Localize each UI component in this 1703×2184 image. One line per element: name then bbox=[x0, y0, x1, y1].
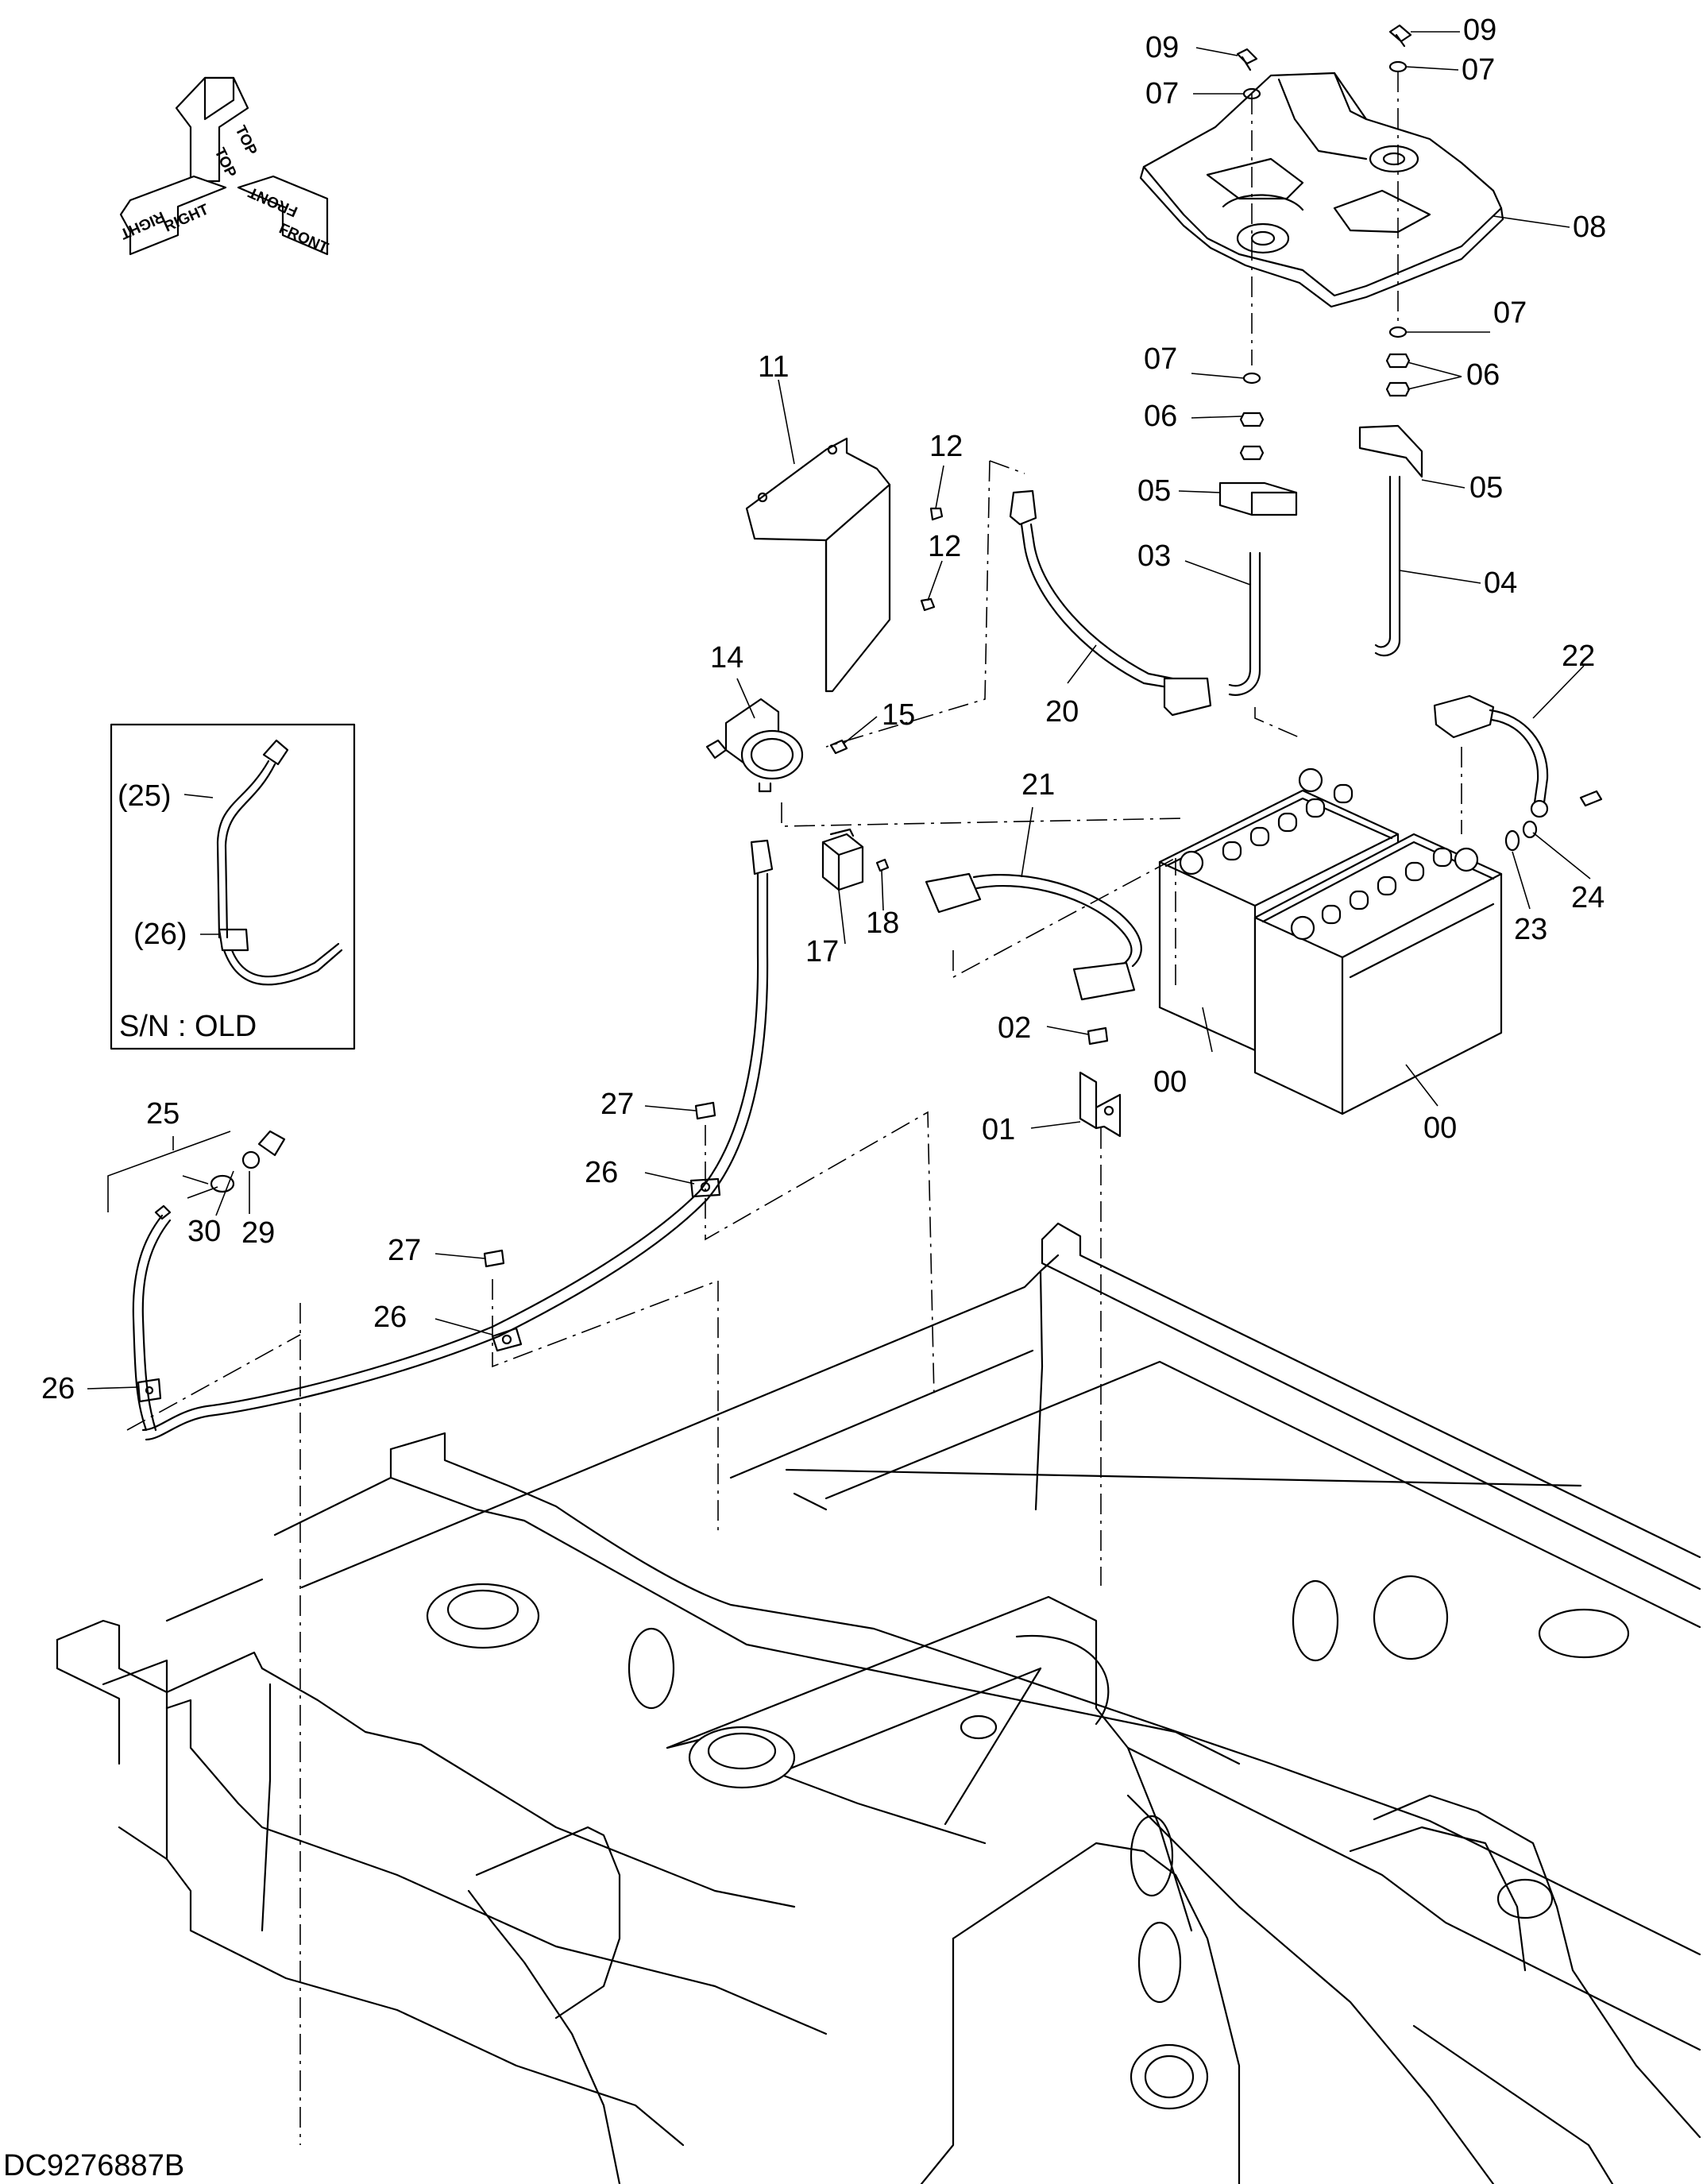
label-09-left: 09 bbox=[1145, 31, 1179, 64]
battery-caps bbox=[1179, 767, 1479, 941]
label-21: 21 bbox=[1021, 768, 1055, 802]
document-id: DC9276887B bbox=[3, 2149, 184, 2182]
label-07-upper-right: 07 bbox=[1462, 53, 1495, 87]
battery-right bbox=[1253, 833, 1503, 1115]
part-labels: 09 09 07 07 08 07 07 06 06 05 05 03 04 1… bbox=[41, 14, 1606, 1405]
label-30: 30 bbox=[187, 1215, 221, 1248]
label-26-upper: 26 bbox=[585, 1156, 618, 1189]
label-07-lower-left: 07 bbox=[1144, 342, 1177, 376]
cover-plate bbox=[745, 437, 891, 693]
inset-label-26: (26) bbox=[133, 918, 187, 951]
orientation-symbol: TOP TOP RIGHT RIGHT FRONT FRONT bbox=[118, 76, 331, 257]
cable-21 bbox=[925, 872, 1142, 1001]
battery-relay-cable bbox=[141, 839, 774, 1441]
label-00-left: 00 bbox=[1153, 1065, 1187, 1099]
cable-20 bbox=[1009, 489, 1212, 717]
label-29: 29 bbox=[241, 1216, 275, 1250]
label-08: 08 bbox=[1573, 211, 1606, 244]
label-12-lower: 12 bbox=[928, 530, 961, 563]
label-12-upper: 12 bbox=[929, 430, 963, 463]
upper-frame bbox=[56, 1222, 1701, 2184]
label-26-middle: 26 bbox=[373, 1301, 407, 1334]
cable-25 bbox=[132, 1130, 286, 1432]
label-14: 14 bbox=[710, 641, 743, 675]
label-18: 18 bbox=[866, 906, 899, 940]
label-09-right: 09 bbox=[1463, 14, 1496, 47]
label-06-left: 06 bbox=[1144, 400, 1177, 433]
label-05-right: 05 bbox=[1469, 471, 1503, 504]
relay-17 bbox=[821, 828, 864, 891]
label-05-left: 05 bbox=[1137, 474, 1171, 508]
frame-bosses bbox=[426, 1575, 1630, 2110]
cable-22 bbox=[1433, 694, 1549, 818]
orientation-top-label: TOP bbox=[232, 123, 261, 158]
label-07-lower-right: 07 bbox=[1493, 296, 1527, 330]
bolts bbox=[483, 507, 1603, 1268]
label-04: 04 bbox=[1484, 566, 1517, 600]
label-22: 22 bbox=[1562, 640, 1595, 673]
label-20: 20 bbox=[1045, 695, 1079, 729]
label-17: 17 bbox=[805, 935, 839, 968]
battery-relay bbox=[705, 698, 804, 793]
label-06-right: 06 bbox=[1466, 358, 1500, 392]
label-23: 23 bbox=[1514, 913, 1547, 946]
battery-clamps-and-rods bbox=[1218, 424, 1423, 696]
inset-label-25: (25) bbox=[118, 779, 172, 813]
label-00-right: 00 bbox=[1423, 1111, 1457, 1145]
label-01: 01 bbox=[982, 1113, 1015, 1146]
label-24: 24 bbox=[1571, 881, 1605, 914]
inset-caption: S/N : OLD bbox=[119, 1010, 257, 1043]
label-03: 03 bbox=[1137, 539, 1171, 573]
assembly-centerlines bbox=[126, 72, 1462, 2145]
inset-old-serial: (25) (26) S/N : OLD bbox=[110, 723, 356, 1050]
label-07-upper-left: 07 bbox=[1145, 77, 1179, 110]
label-27-lower: 27 bbox=[388, 1234, 421, 1267]
label-02: 02 bbox=[998, 1011, 1031, 1045]
label-26-lower: 26 bbox=[41, 1372, 75, 1405]
battery-hold-down-bracket bbox=[1139, 72, 1504, 308]
label-15: 15 bbox=[882, 698, 915, 732]
leader-lines bbox=[87, 31, 1591, 1390]
bracket-01 bbox=[1079, 1071, 1122, 1138]
label-11: 11 bbox=[758, 350, 789, 384]
label-27-upper: 27 bbox=[600, 1088, 634, 1121]
label-25: 25 bbox=[146, 1097, 180, 1131]
